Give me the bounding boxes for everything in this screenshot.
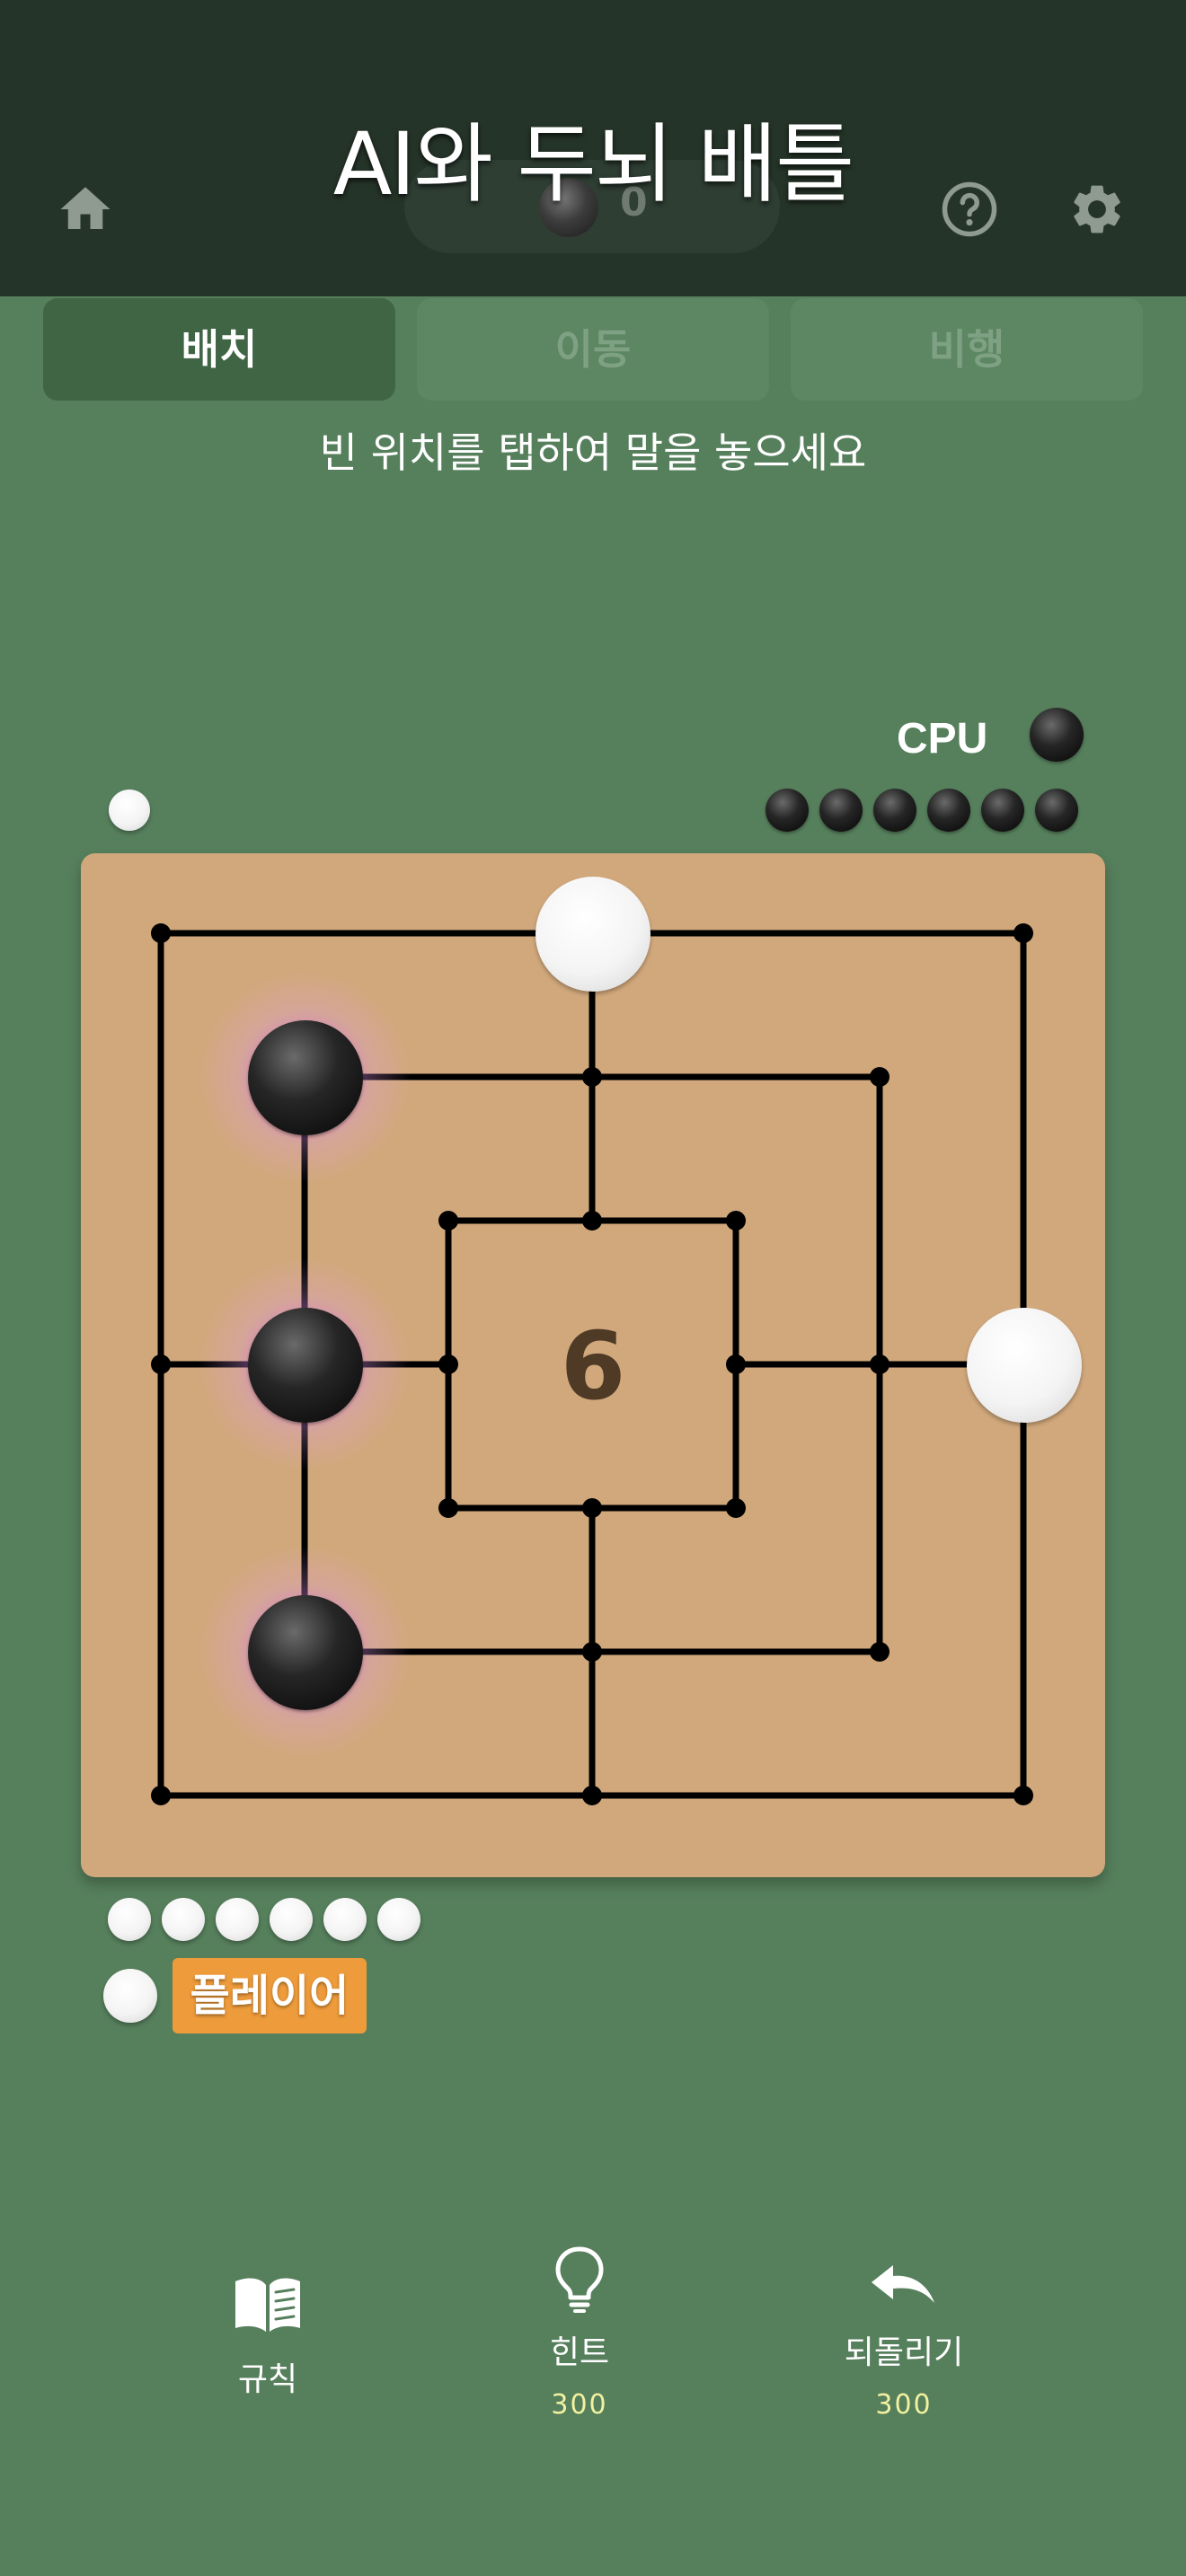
board-point[interactable]: [438, 1354, 458, 1374]
rules-label: 규칙: [237, 2361, 298, 2398]
player-reserve-piece: [323, 1898, 367, 1941]
board-point[interactable]: [582, 1642, 602, 1662]
coin-value: 0: [620, 180, 648, 225]
cpu-reserve-piece: [1035, 789, 1078, 832]
cpu-label: CPU: [897, 715, 988, 763]
cpu-reserve-piece: [927, 789, 970, 832]
board-point[interactable]: [1013, 1786, 1033, 1805]
board-center-count: 6: [560, 1311, 626, 1421]
board-point[interactable]: [870, 1642, 890, 1662]
cpu-stone-icon: [1030, 708, 1084, 762]
hint-label: 힌트: [549, 2334, 610, 2371]
board-point[interactable]: [726, 1211, 746, 1231]
board-point[interactable]: [726, 1354, 746, 1374]
hint-button[interactable]: 힌트 300: [463, 2245, 696, 2421]
coin-counter: 0: [404, 160, 780, 253]
page-title: AI와 두뇌 배틀: [332, 114, 855, 215]
white-piece[interactable]: [535, 877, 651, 992]
player-reserve-piece: [377, 1898, 420, 1941]
book-icon: [235, 2278, 300, 2332]
board-point[interactable]: [582, 1498, 602, 1518]
board-point[interactable]: [151, 1354, 171, 1374]
hint-count: 300: [551, 2389, 608, 2421]
player-reserve-piece: [216, 1898, 259, 1941]
cpu-reserve-piece: [981, 789, 1024, 832]
board-point[interactable]: [870, 1067, 890, 1087]
black-piece[interactable]: [248, 1020, 363, 1135]
player-stone-icon: [103, 1969, 157, 2023]
board-point[interactable]: [438, 1211, 458, 1231]
black-piece[interactable]: [248, 1308, 363, 1423]
tab-move[interactable]: 이동: [417, 298, 769, 401]
help-icon[interactable]: [940, 180, 999, 239]
player-reserve-piece: [162, 1898, 205, 1941]
board-point[interactable]: [582, 1786, 602, 1805]
player-reserve-piece: [270, 1898, 313, 1941]
gear-icon[interactable]: [1067, 180, 1127, 239]
board-point[interactable]: [438, 1498, 458, 1518]
board-point[interactable]: [870, 1354, 890, 1374]
undo-button[interactable]: 되돌리기 300: [787, 2245, 1021, 2421]
undo-icon: [872, 2265, 934, 2303]
board-point[interactable]: [151, 923, 171, 943]
lightbulb-icon: [555, 2246, 604, 2313]
player-reserve-piece: [108, 1898, 151, 1941]
cpu-reserve-piece: [766, 789, 809, 832]
player-label: 플레이어: [173, 1958, 367, 2033]
game-board: 6: [81, 853, 1105, 1877]
cpu-reserve-piece: [819, 789, 863, 832]
rules-button[interactable]: 규칙: [151, 2245, 385, 2400]
home-icon[interactable]: [56, 180, 115, 239]
board-point[interactable]: [582, 1211, 602, 1231]
cpu-reserve-piece: [873, 789, 916, 832]
board-point[interactable]: [1013, 923, 1033, 943]
coin-icon: [539, 178, 598, 237]
board-point[interactable]: [726, 1498, 746, 1518]
tab-fly[interactable]: 비행: [791, 298, 1143, 401]
board-point[interactable]: [582, 1067, 602, 1087]
tab-placement[interactable]: 배치: [43, 298, 395, 401]
black-piece[interactable]: [248, 1595, 363, 1710]
undo-label: 되돌리기: [844, 2334, 964, 2371]
instruction-text: 빈 위치를 탭하여 말을 놓으세요: [319, 428, 867, 477]
undo-count: 300: [875, 2389, 933, 2421]
board-point[interactable]: [151, 1786, 171, 1805]
captured-piece: [109, 790, 150, 831]
white-piece[interactable]: [967, 1308, 1082, 1423]
